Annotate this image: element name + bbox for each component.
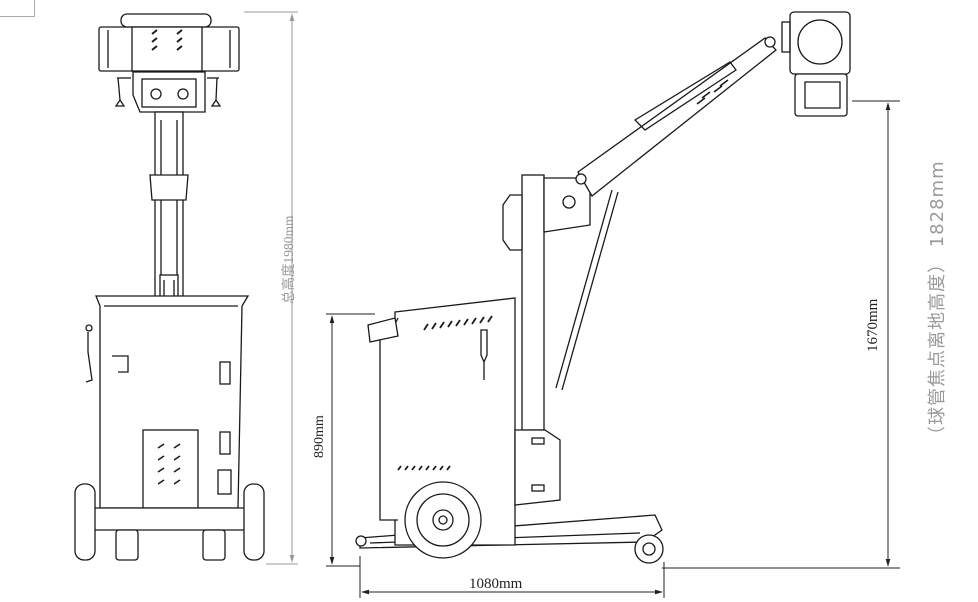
front-collimator <box>114 71 222 113</box>
front-cabinet <box>85 295 250 509</box>
total-height-label: 总高度1980mm <box>281 215 296 304</box>
front-view <box>74 13 265 561</box>
side-cabinet <box>367 297 516 559</box>
side-view <box>355 11 851 564</box>
focal-height-label: （球管焦点离地高度） 1828mm <box>927 160 948 444</box>
side-tube-head <box>781 11 851 117</box>
corner-tab <box>0 0 35 17</box>
front-tube-head <box>98 13 240 72</box>
side-column <box>502 174 591 506</box>
arm-height-label: 1670mm <box>865 298 881 352</box>
side-arm <box>575 36 777 197</box>
front-base <box>74 483 265 561</box>
base-height-label: 890mm <box>312 415 327 458</box>
depth-label: 1080mm <box>469 576 523 592</box>
side-gas-spring <box>555 189 619 391</box>
total-height-dimension <box>244 11 298 565</box>
dimension-lines <box>326 100 900 598</box>
